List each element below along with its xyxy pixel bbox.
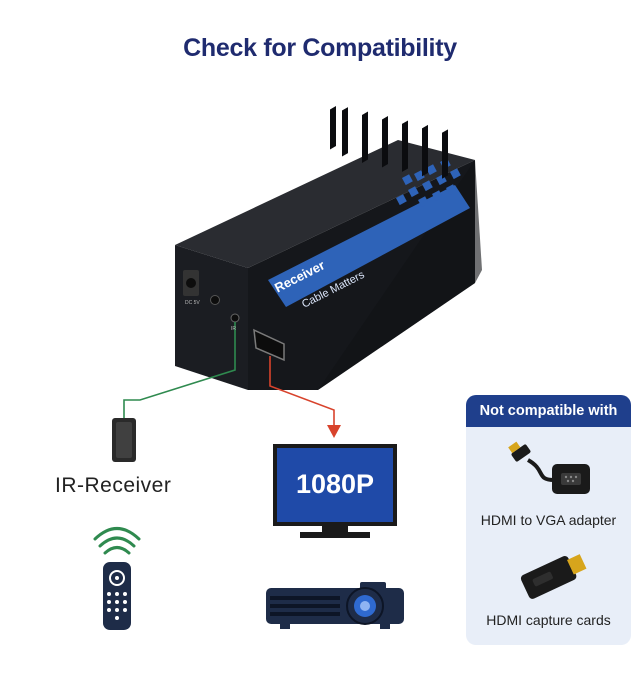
monitor-icon (273, 444, 397, 538)
panel-item-label: HDMI to VGA adapter (480, 512, 617, 528)
ir-receiver-icon (112, 418, 136, 462)
receiver-device (175, 106, 482, 390)
hdmi-vga-adapter-icon (508, 441, 590, 494)
ir-port (230, 313, 240, 323)
remote-control-icon (103, 562, 131, 630)
ir-port-label: IR (231, 326, 236, 332)
panel-header: Not compatible with (466, 395, 631, 427)
wifi-signal-icon (93, 527, 141, 555)
monitor-resolution: 1080P (295, 469, 375, 499)
projector-icon (266, 582, 404, 629)
hdmi-port (253, 328, 285, 362)
ir-receiver-label: IR-Receiver (55, 474, 172, 497)
not-compatible-panel: Not compatible with HDMI to VGA adapter … (466, 395, 631, 645)
dc-port-label: DC 5V (185, 300, 200, 306)
ir-cable (123, 322, 236, 418)
button-port (210, 295, 220, 305)
arrow-down-icon (327, 425, 341, 438)
hdmi-capture-card-icon (520, 554, 587, 599)
panel-item-label: HDMI capture cards (486, 612, 611, 628)
hdmi-cable (269, 356, 335, 430)
page-title: Check for Compatibility (183, 34, 457, 62)
